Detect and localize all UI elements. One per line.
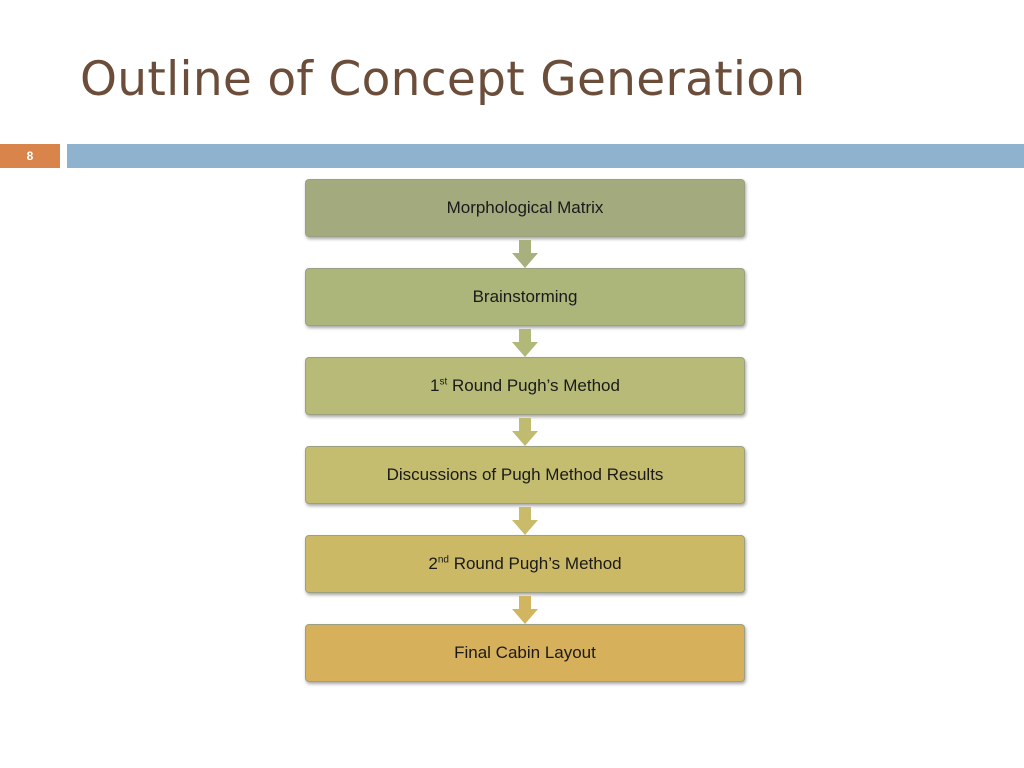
down-arrow-icon (512, 329, 538, 357)
step-label: Discussions of Pugh Method Results (386, 465, 664, 484)
down-arrow-icon (512, 596, 538, 624)
step-second-round-pugh: 2nd Round Pugh’s Method (305, 535, 745, 593)
step-morphological-matrix: Morphological Matrix (305, 179, 745, 237)
slide-title: Outline of Concept Generation (80, 52, 806, 107)
step-first-round-pugh: 1st Round Pugh’s Method (305, 357, 745, 415)
slide-number: 8 (26, 149, 34, 163)
step-label: Final Cabin Layout (454, 643, 596, 662)
step-final-cabin-layout: Final Cabin Layout (305, 624, 745, 682)
down-arrow-icon (512, 418, 538, 446)
step-label: Morphological Matrix (446, 198, 604, 217)
down-arrow-icon (512, 240, 538, 268)
step-brainstorming: Brainstorming (305, 268, 745, 326)
step-label: Brainstorming (472, 287, 578, 306)
down-arrow-icon (512, 507, 538, 535)
slide-number-band (0, 144, 60, 168)
step-discussions-pugh-results: Discussions of Pugh Method Results (305, 446, 745, 504)
step-label: 2nd Round Pugh’s Method (428, 554, 622, 573)
header-accent-band (67, 144, 1024, 168)
step-label: 1st Round Pugh’s Method (430, 376, 620, 395)
